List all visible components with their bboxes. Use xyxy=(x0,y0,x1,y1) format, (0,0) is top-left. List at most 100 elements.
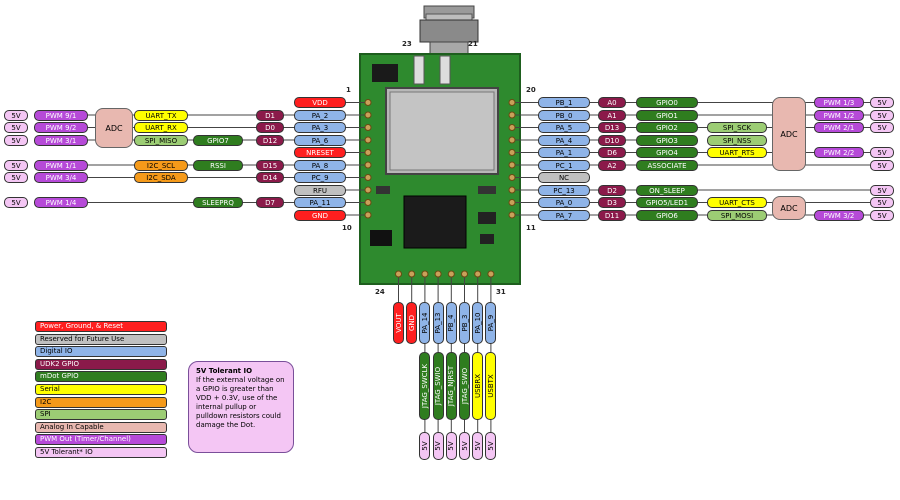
left-pad-9 xyxy=(364,199,372,206)
left-func-uart_rx: UART_RX xyxy=(134,122,188,133)
left-5v-6: 5V xyxy=(4,159,28,171)
bottom-func-usbtx: USBTX xyxy=(485,352,497,420)
bottom-5v-7: 5V xyxy=(472,432,484,460)
bottom-5v-3: 5V xyxy=(419,432,431,460)
left-udk-d1: D1 xyxy=(256,109,284,121)
bottom-pad-5 xyxy=(447,270,455,278)
right-mdot-gpio6: GPIO6 xyxy=(636,209,698,221)
left-pwm-6: PWM 1/1 xyxy=(34,159,88,171)
pin-number-1: 1 xyxy=(346,86,351,94)
left-pad-8 xyxy=(364,186,372,194)
left-pin-pa_6: PA_6 xyxy=(294,134,346,146)
right-pad-6 xyxy=(508,161,516,169)
bottom-5v-8: 5V xyxy=(485,432,497,460)
left-func-rssi: RSSI xyxy=(193,159,243,171)
pin-number-20: 20 xyxy=(526,86,536,94)
pin-number-21: 21 xyxy=(468,40,478,48)
left-pad-4 xyxy=(364,136,372,144)
left-pin-pa_11: PA_11 xyxy=(294,197,346,208)
right-pin-pa_1: PA_1 xyxy=(538,147,590,158)
left-pin-nreset: NRESET xyxy=(294,147,346,158)
left-pwm-2: PWM 9/1 xyxy=(34,109,88,121)
right-pwm-5: PWM 2/2 xyxy=(814,147,864,158)
right-5v-3: 5V xyxy=(870,122,894,133)
right-mdot-gpio1: GPIO1 xyxy=(636,109,698,121)
bottom-pad-1 xyxy=(395,270,402,278)
right-udk-d6: D6 xyxy=(598,147,626,158)
right-pwm-10: PWM 3/2 xyxy=(814,209,864,221)
right-pad-9 xyxy=(508,199,516,206)
left-pwm-9: PWM 1/4 xyxy=(34,197,88,208)
legend-item-power: Power, Ground, & Reset xyxy=(35,321,167,332)
tolerant-note-body: If the external voltage on a GPIO is gre… xyxy=(196,376,285,429)
right-pad-1 xyxy=(508,99,516,106)
left-func-spi_miso: SPI_MISO xyxy=(134,134,188,146)
right-mdot-gpio5-led1: GPIO5/LED1 xyxy=(636,197,698,208)
pin-number-23: 23 xyxy=(402,40,412,48)
right-pad-4 xyxy=(508,136,516,144)
left-pin-vdd: VDD xyxy=(294,97,346,108)
right-mdot-gpio2: GPIO2 xyxy=(636,122,698,133)
right-pin-pa_5: PA_5 xyxy=(538,122,590,133)
right-udk-d10: D10 xyxy=(598,134,626,146)
left-pin-pa_2: PA_2 xyxy=(294,109,346,121)
right-pad-3 xyxy=(508,124,516,131)
right-udk-a2: A2 xyxy=(598,159,626,171)
right-adc-bottom: ADC xyxy=(772,196,806,220)
left-udk-d7: D7 xyxy=(256,197,284,208)
right-5v-9: 5V xyxy=(870,197,894,208)
right-pad-2 xyxy=(508,111,516,119)
left-pwm-7: PWM 3/4 xyxy=(34,172,88,183)
bottom-func-jtag_swo: JTAG_SWO xyxy=(459,352,470,420)
bottom-func-jtag_swio: JTAG_SWIO xyxy=(432,352,444,420)
left-pad-1 xyxy=(364,99,372,106)
right-func-uart_rts: UART_RTS xyxy=(707,147,767,158)
right-pwm-2: PWM 1/2 xyxy=(814,109,864,121)
right-udk-d11: D11 xyxy=(598,209,626,221)
tolerant-note: 5V Tolerant IO If the external voltage o… xyxy=(188,361,294,453)
right-5v-1: 5V xyxy=(870,97,894,108)
bottom-pin-pa_14: PA_14 xyxy=(419,302,431,344)
right-pin-pc_13: PC_13 xyxy=(538,184,590,196)
bottom-pad-4 xyxy=(434,270,442,278)
left-5v-3: 5V xyxy=(4,122,28,133)
left-pin-gnd: GND xyxy=(294,209,346,221)
right-pad-8 xyxy=(508,186,516,194)
left-pad-6 xyxy=(364,161,372,169)
right-pad-5 xyxy=(508,149,516,156)
left-pad-7 xyxy=(364,174,372,181)
left-pad-5 xyxy=(364,149,372,156)
right-mdot-gpio0: GPIO0 xyxy=(636,97,698,108)
pcb-board xyxy=(359,53,521,285)
right-func-uart_cts: UART_CTS xyxy=(707,197,767,208)
bottom-pin-pa_10: PA_10 xyxy=(472,302,484,344)
right-pin-pa_0: PA_0 xyxy=(538,197,590,208)
bottom-pin-gnd: GND xyxy=(406,302,418,344)
bottom-pin-pb_4: PB_4 xyxy=(445,302,457,344)
bottom-pin-pa_9: PA_9 xyxy=(485,302,497,344)
legend-item-analog: Analog In Capable xyxy=(35,421,167,433)
right-pin-pc_1: PC_1 xyxy=(538,159,590,171)
pin-number-31: 31 xyxy=(496,288,506,296)
right-func-spi_mosi: SPI_MOSI xyxy=(707,209,767,221)
right-udk-d2: D2 xyxy=(598,184,626,196)
bottom-5v-5: 5V xyxy=(445,432,457,460)
left-5v-4: 5V xyxy=(4,134,28,146)
left-func-uart_tx: UART_TX xyxy=(134,109,188,121)
bottom-pad-7 xyxy=(474,270,482,278)
bottom-func-usbrx: USBRX xyxy=(472,352,484,420)
pin-number-24: 24 xyxy=(375,288,385,296)
left-pin-pa_3: PA_3 xyxy=(294,122,346,133)
left-func-i2c_sda: I2C_SDA xyxy=(134,172,188,183)
right-pad-7 xyxy=(508,174,516,181)
left-pin-pa_8: PA_8 xyxy=(294,159,346,171)
legend-item-serial: Serial xyxy=(35,384,167,395)
right-mdot-on_sleep: ON_SLEEP xyxy=(636,184,698,196)
right-mdot-gpio4: GPIO4 xyxy=(636,147,698,158)
left-pad-10 xyxy=(364,211,372,219)
left-udk-d14: D14 xyxy=(256,172,284,183)
left-pwm-4: PWM 3/1 xyxy=(34,134,88,146)
legend-item-pwm: PWM Out (Timer/Channel) xyxy=(35,434,167,446)
bottom-pin-pb_3: PB_3 xyxy=(459,302,470,344)
